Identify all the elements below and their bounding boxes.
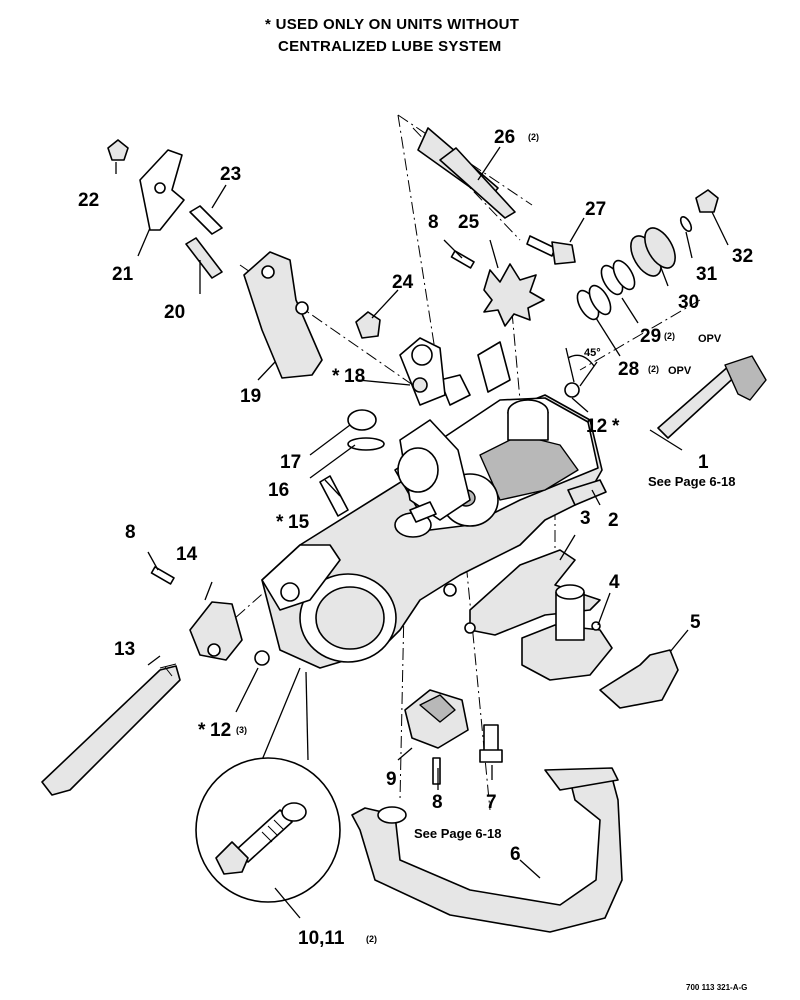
callout-26: 26: [494, 127, 515, 148]
stud-part-23: [189, 205, 223, 235]
callout-20: 20: [164, 302, 185, 323]
callout-5: 5: [690, 612, 701, 633]
callout-2: 2: [608, 510, 619, 531]
callout-15-star: *: [276, 512, 284, 533]
callout-8-top: 8: [428, 212, 439, 233]
callout-30: 30: [678, 292, 699, 313]
callout-13: 13: [114, 639, 135, 660]
washer-part-31: [679, 215, 693, 233]
detail-inset-bolt-10-11: [195, 667, 341, 903]
block-part-9: [404, 689, 469, 749]
callout-29-qty: (2): [664, 331, 675, 341]
bolt-part-27: [526, 235, 576, 265]
callout-32: 32: [732, 246, 753, 267]
callout-28-opv: OPV: [668, 365, 692, 377]
nut-part-32: [695, 189, 719, 213]
pin-part-20: [185, 237, 223, 279]
callout-23: 23: [220, 164, 241, 185]
callout-18: 18: [344, 366, 365, 387]
callout-21: 21: [112, 264, 134, 285]
arm-part-19: [243, 251, 323, 379]
washers-part-29: [600, 259, 636, 296]
callout-labels: 1 See Page 6-18 2 3 4 5 6 7 8 8 8 See Pa…: [78, 127, 753, 992]
star-wheel-part-25: [483, 263, 545, 327]
see-page-note-8: See Page 6-18: [414, 826, 501, 841]
callout-18-star: *: [332, 366, 340, 387]
shaft-part-1: [657, 355, 767, 439]
callout-26-qty: (2): [528, 132, 539, 142]
pins-part-8: [150, 250, 475, 785]
callout-1: 1: [698, 452, 709, 473]
callout-17: 17: [280, 452, 301, 473]
callout-12-right: 12: [586, 416, 607, 437]
bracket-plate-part-3: [464, 549, 601, 636]
callout-12-left-qty: (3): [236, 725, 247, 735]
callout-12-star-right: *: [612, 416, 620, 437]
callout-27: 27: [585, 199, 606, 220]
callout-24: 24: [392, 272, 414, 293]
spindle-part-4: [521, 584, 613, 681]
callout-10-11-qty: (2): [366, 934, 377, 944]
callout-29: 29: [640, 326, 661, 347]
bolt-part-7: [479, 724, 503, 763]
angle-label: 45°: [584, 347, 601, 359]
callout-19: 19: [240, 386, 261, 407]
callout-6: 6: [510, 844, 521, 865]
callout-4: 4: [609, 572, 620, 593]
callout-22: 22: [78, 190, 99, 211]
gear-housing-part-2: [261, 337, 607, 669]
header-note-line1: * USED ONLY ON UNITS WITHOUT: [265, 16, 520, 33]
callout-16: 16: [268, 480, 289, 501]
callout-8-left: 8: [125, 522, 136, 543]
plate-part-21: [139, 149, 185, 231]
callout-3: 3: [580, 508, 591, 529]
leader-lines: [115, 146, 729, 919]
shaft-part-13: [41, 663, 181, 796]
callout-7: 7: [486, 792, 497, 813]
cone-part-26: [417, 127, 516, 219]
header-note-line2: CENTRALIZED LUBE SYSTEM: [278, 38, 502, 55]
callout-9: 9: [386, 769, 397, 790]
callout-28-qty: (2): [648, 364, 659, 374]
callout-10-11: 10,11: [298, 928, 345, 949]
see-page-note-1: See Page 6-18: [648, 474, 735, 489]
callout-29-opv: OPV: [698, 333, 722, 345]
nut-part-22: [107, 139, 129, 161]
callout-8-bottom: 8: [432, 792, 443, 813]
yoke-arm-part-6: [351, 767, 623, 933]
callout-25: 25: [458, 212, 480, 233]
callout-14: 14: [176, 544, 198, 565]
nut-part-24: [355, 311, 381, 339]
shim-part-5: [599, 649, 679, 709]
callout-15: 15: [288, 512, 310, 533]
callout-12-star-left: *: [198, 720, 206, 741]
callout-12-left: 12: [210, 720, 231, 741]
callout-31: 31: [696, 264, 718, 285]
lever-head-part-14: [189, 601, 243, 661]
figure-code: 700 113 321-A-G: [686, 983, 747, 992]
fittings: [254, 377, 580, 666]
callout-28: 28: [618, 359, 639, 380]
spring-part-30: [630, 227, 676, 277]
